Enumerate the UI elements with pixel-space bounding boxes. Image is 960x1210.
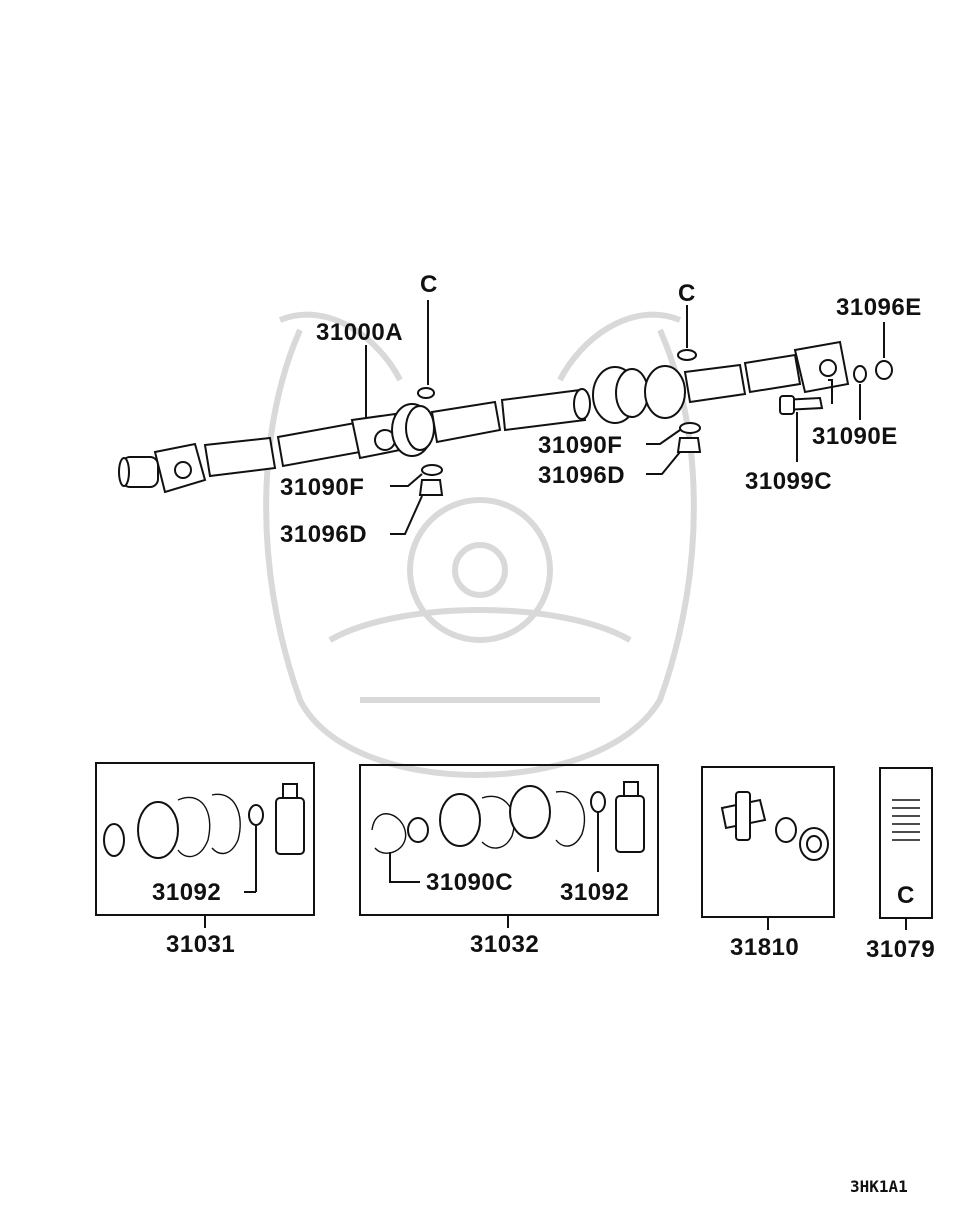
callout-c-right: C bbox=[678, 280, 696, 307]
hardware bbox=[417, 349, 893, 496]
kit-31032-inner-label-1: 31090C bbox=[426, 869, 513, 896]
kit-31079-part-number: 31079 bbox=[866, 936, 935, 963]
propeller-shaft bbox=[118, 340, 850, 494]
callout-bolt-bearing: 31099C bbox=[745, 468, 832, 495]
kit-31810 bbox=[701, 766, 835, 930]
callout-washer-right: 31090E bbox=[812, 423, 898, 450]
kit-31031 bbox=[95, 762, 315, 928]
kit-31032 bbox=[359, 764, 659, 928]
callout-bolt-right: 31096E bbox=[836, 294, 922, 321]
kit-31032-inner-label-2: 31092 bbox=[560, 879, 629, 906]
kit-31810-part-number: 31810 bbox=[730, 934, 799, 961]
callout-nut-left: 31096D bbox=[280, 521, 367, 548]
kit-31032-part-number: 31032 bbox=[470, 931, 539, 958]
diagram-code: 3HK1A1 bbox=[850, 1177, 908, 1196]
kit-31079-inner-label: C bbox=[897, 882, 915, 909]
callout-nut-center: 31096D bbox=[538, 462, 625, 489]
callout-washer-left: 31090F bbox=[280, 474, 364, 501]
callout-washer-center: 31090F bbox=[538, 432, 622, 459]
kit-31079 bbox=[879, 767, 933, 930]
callout-c-left: C bbox=[420, 271, 438, 298]
watermark-emblem bbox=[263, 311, 697, 778]
callout-shaft-assembly: 31000A bbox=[316, 319, 403, 346]
kit-31031-part-number: 31031 bbox=[166, 931, 235, 958]
leader-lines bbox=[365, 300, 885, 535]
kit-31031-inner-label: 31092 bbox=[152, 879, 221, 906]
